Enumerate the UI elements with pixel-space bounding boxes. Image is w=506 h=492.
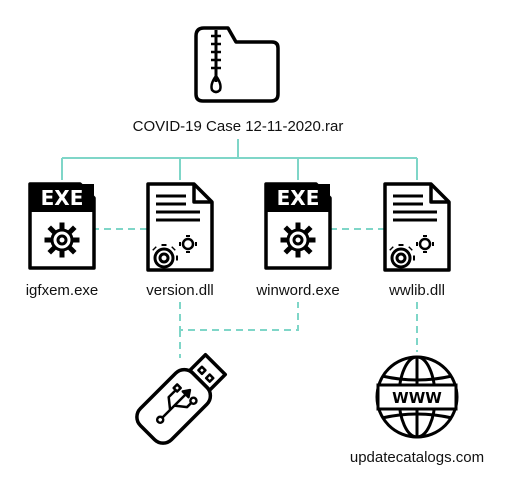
svg-text:EXE: EXE (277, 186, 320, 210)
web-domain-label: updatecatalogs.com (349, 449, 485, 466)
relation-dashed-lines (92, 228, 418, 358)
exe-file-icon-2: EXE (264, 182, 332, 270)
file-label-winword: winword.exe (256, 282, 340, 299)
file-label-igfxem: igfxem.exe (25, 282, 99, 299)
globe-icon: WWW (375, 355, 459, 439)
file-label-wwlib: wwlib.dll (389, 282, 445, 299)
archive-tree-lines (61, 139, 418, 180)
usb-drive-icon (135, 352, 228, 445)
dll-file-icon-1 (146, 182, 214, 272)
svg-text:WWW: WWW (392, 389, 442, 407)
zip-folder-icon (194, 26, 280, 103)
file-label-version: version.dll (146, 282, 214, 299)
svg-text:EXE: EXE (41, 186, 84, 210)
dll-file-icon-2 (383, 182, 451, 272)
exe-file-icon-1: EXE (28, 182, 96, 270)
archive-filename: COVID-19 Case 12-11-2020.rar (132, 118, 344, 135)
